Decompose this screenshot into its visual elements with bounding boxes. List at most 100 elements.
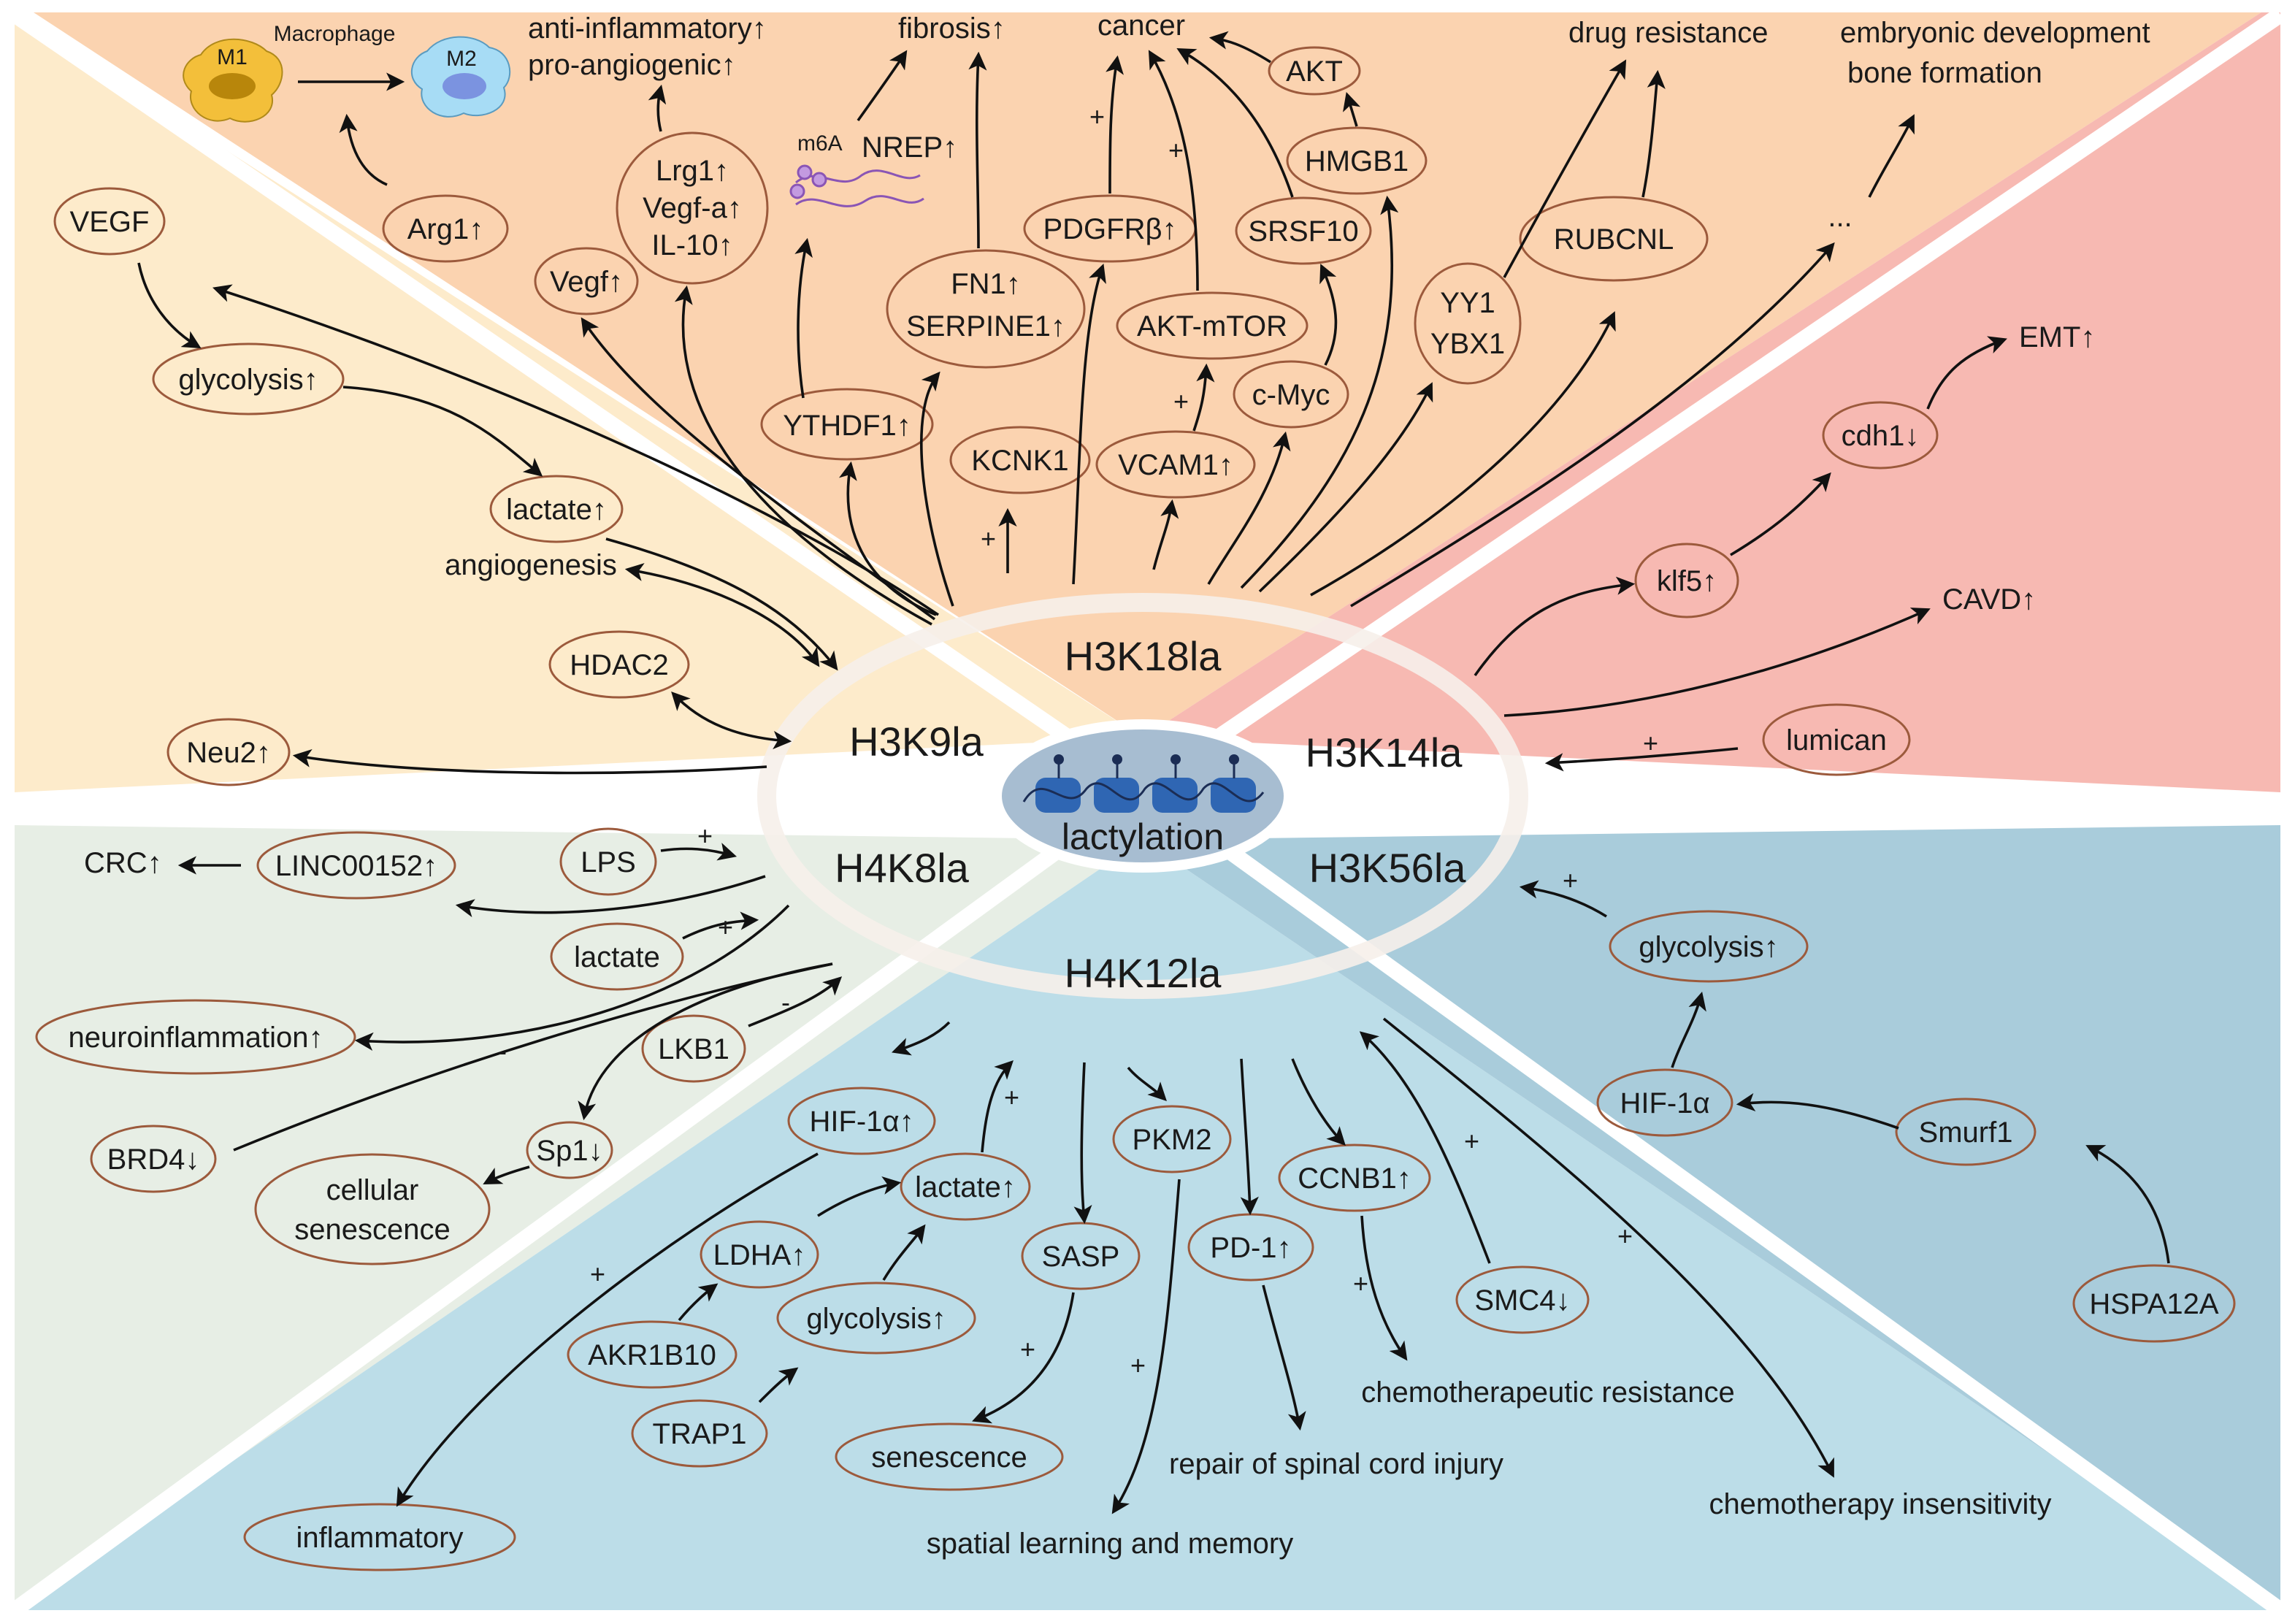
- plus-sign: +: [1643, 728, 1658, 758]
- h3k18la-sector: [15, 0, 2280, 738]
- srsf10-node: [1235, 196, 1372, 265]
- plus-sign: +: [718, 912, 733, 942]
- sp1-label: Sp1↓: [536, 1135, 602, 1167]
- klf5-label: klf5↑: [1657, 565, 1717, 597]
- smc4-node: [1455, 1265, 1590, 1334]
- pkm2-label: PKM2: [1133, 1124, 1212, 1156]
- h3k9-lactate-label: lactate↑: [506, 494, 607, 526]
- akr1b10-node: [567, 1320, 737, 1389]
- ellipsis-label: ...: [1828, 201, 1852, 233]
- chemotherapy-insensitivity-label: chemotherapy insensitivity: [1709, 1488, 2051, 1520]
- linc00152-label: LINC00152↑: [275, 850, 437, 882]
- h3k56-glycolysis-label: glycolysis↑: [1639, 931, 1778, 963]
- yy1-label: YY1: [1440, 287, 1495, 319]
- plus-sign: +: [590, 1259, 605, 1289]
- ythdf1-label: YTHDF1↑: [783, 410, 911, 442]
- rubcnl-label: RUBCNL: [1554, 223, 1674, 256]
- linc00152-node: [256, 831, 456, 900]
- pkm2-node: [1112, 1105, 1232, 1173]
- anti-inflammatory-label: anti-inflammatory↑: [528, 12, 767, 45]
- ythdf1-node: [760, 388, 934, 461]
- nrep-label: NREP↑: [862, 131, 957, 164]
- plus-sign: +: [1173, 386, 1189, 416]
- srsf10-label: SRSF10: [1248, 215, 1358, 248]
- h3k18la-arrows: [212, 31, 1915, 626]
- klf5-node: [1634, 543, 1739, 618]
- plus-sign: +: [1464, 1126, 1479, 1156]
- h4k12la-arrows: [396, 1017, 1834, 1514]
- lactylation-core: [992, 719, 1294, 873]
- kcnk1-node: [949, 426, 1091, 494]
- akt-label: AKT: [1286, 55, 1343, 88]
- c-myc-node: [1233, 360, 1349, 429]
- plus-sign: +: [1353, 1268, 1368, 1298]
- h3k9-lactate-node: [489, 475, 624, 543]
- h4k12la-title: H4K12la: [1065, 950, 1222, 996]
- c-myc-label: c-Myc: [1252, 379, 1330, 411]
- plus-sign: +: [1168, 135, 1184, 165]
- cellular-senescence-node: [254, 1153, 491, 1265]
- vegf-node: [534, 247, 639, 315]
- h3k56-hif1a-node: [1596, 1068, 1733, 1137]
- nucleosome-icon: [1022, 754, 1265, 813]
- h3k9la-arrows: [137, 262, 838, 775]
- lrg1-label: Lrg1↑: [656, 155, 729, 187]
- h3k14la-arrows: [1474, 336, 2007, 772]
- m1-macrophage-icon: [183, 38, 283, 123]
- brd4-node: [90, 1125, 217, 1193]
- h4k12-glycolysis-node: [776, 1282, 976, 1355]
- akt-mtor-node: [1116, 291, 1309, 360]
- plus-sign: +: [1563, 865, 1578, 895]
- h4k12la-sector: [15, 840, 2280, 1610]
- fn1-label: FN1↑: [951, 268, 1021, 300]
- smurf1-node: [1895, 1098, 2037, 1166]
- cancer-label: cancer: [1097, 9, 1185, 42]
- senescence-label: senescence: [294, 1214, 450, 1246]
- plus-sign: +: [1020, 1334, 1035, 1364]
- h4k8-lactate-node: [550, 922, 684, 991]
- outer-ring: [757, 593, 1528, 999]
- m1-label: M1: [217, 45, 248, 69]
- h3k56la-title: H3K56la: [1309, 845, 1467, 891]
- h3k9-glycolysis-node: [152, 342, 345, 415]
- neu2-label: Neu2↑: [186, 737, 271, 769]
- lumican-label: lumican: [1786, 724, 1887, 757]
- serpine1-label: SERPINE1↑: [906, 310, 1065, 342]
- vcam1-node: [1095, 430, 1256, 499]
- embryonic-development-label: embryonic development: [1840, 17, 2150, 49]
- h3k56-glycolysis-node: [1609, 910, 1809, 983]
- h4k8-lactate-label: lactate: [574, 941, 660, 973]
- spinal-cord-repair-label: repair of spinal cord injury: [1169, 1448, 1503, 1480]
- hspa12a-label: HSPA12A: [2089, 1288, 2218, 1320]
- minus-sign: -: [781, 987, 790, 1017]
- pdgfrb-label: PDGFRβ↑: [1043, 213, 1176, 245]
- plus-sign: +: [1617, 1221, 1633, 1251]
- chemotherapeutic-resistance-label: chemotherapeutic resistance: [1361, 1376, 1734, 1409]
- fn1-serpine1-node: [886, 249, 1086, 369]
- plus-sign: +: [981, 524, 996, 554]
- brd4-label: BRD4↓: [107, 1144, 200, 1176]
- il10-label: IL-10↑: [651, 229, 732, 261]
- neuroinflammation-label: neuroinflammation↑: [68, 1022, 323, 1054]
- plus-sign: +: [1130, 1350, 1146, 1380]
- cdh1-label: cdh1↓: [1842, 420, 1920, 452]
- rubcnl-node: [1519, 196, 1709, 282]
- hspa12a-node: [2072, 1264, 2236, 1343]
- plus-sign: +: [697, 821, 713, 851]
- bone-formation-label: bone formation: [1847, 57, 2042, 89]
- fibrosis-label: fibrosis↑: [898, 12, 1005, 45]
- h3k56la-arrows: [1519, 880, 2170, 1264]
- h3k14la-title: H3K14la: [1306, 729, 1463, 775]
- ldha-node: [700, 1220, 819, 1289]
- lrg1-vegfa-il10-node: [616, 131, 769, 285]
- ccnb1-label: CCNB1↑: [1298, 1163, 1411, 1195]
- hdac2-label: HDAC2: [570, 649, 669, 681]
- trap1-label: TRAP1: [653, 1418, 747, 1450]
- h3k9-vegf-node: [53, 187, 166, 256]
- yy1-ybx1-node: [1414, 262, 1522, 385]
- emt-label: EMT↑: [2019, 321, 2095, 353]
- plus-sign: +: [1004, 1082, 1019, 1112]
- h4k12-senescence-label: senescence: [871, 1441, 1027, 1474]
